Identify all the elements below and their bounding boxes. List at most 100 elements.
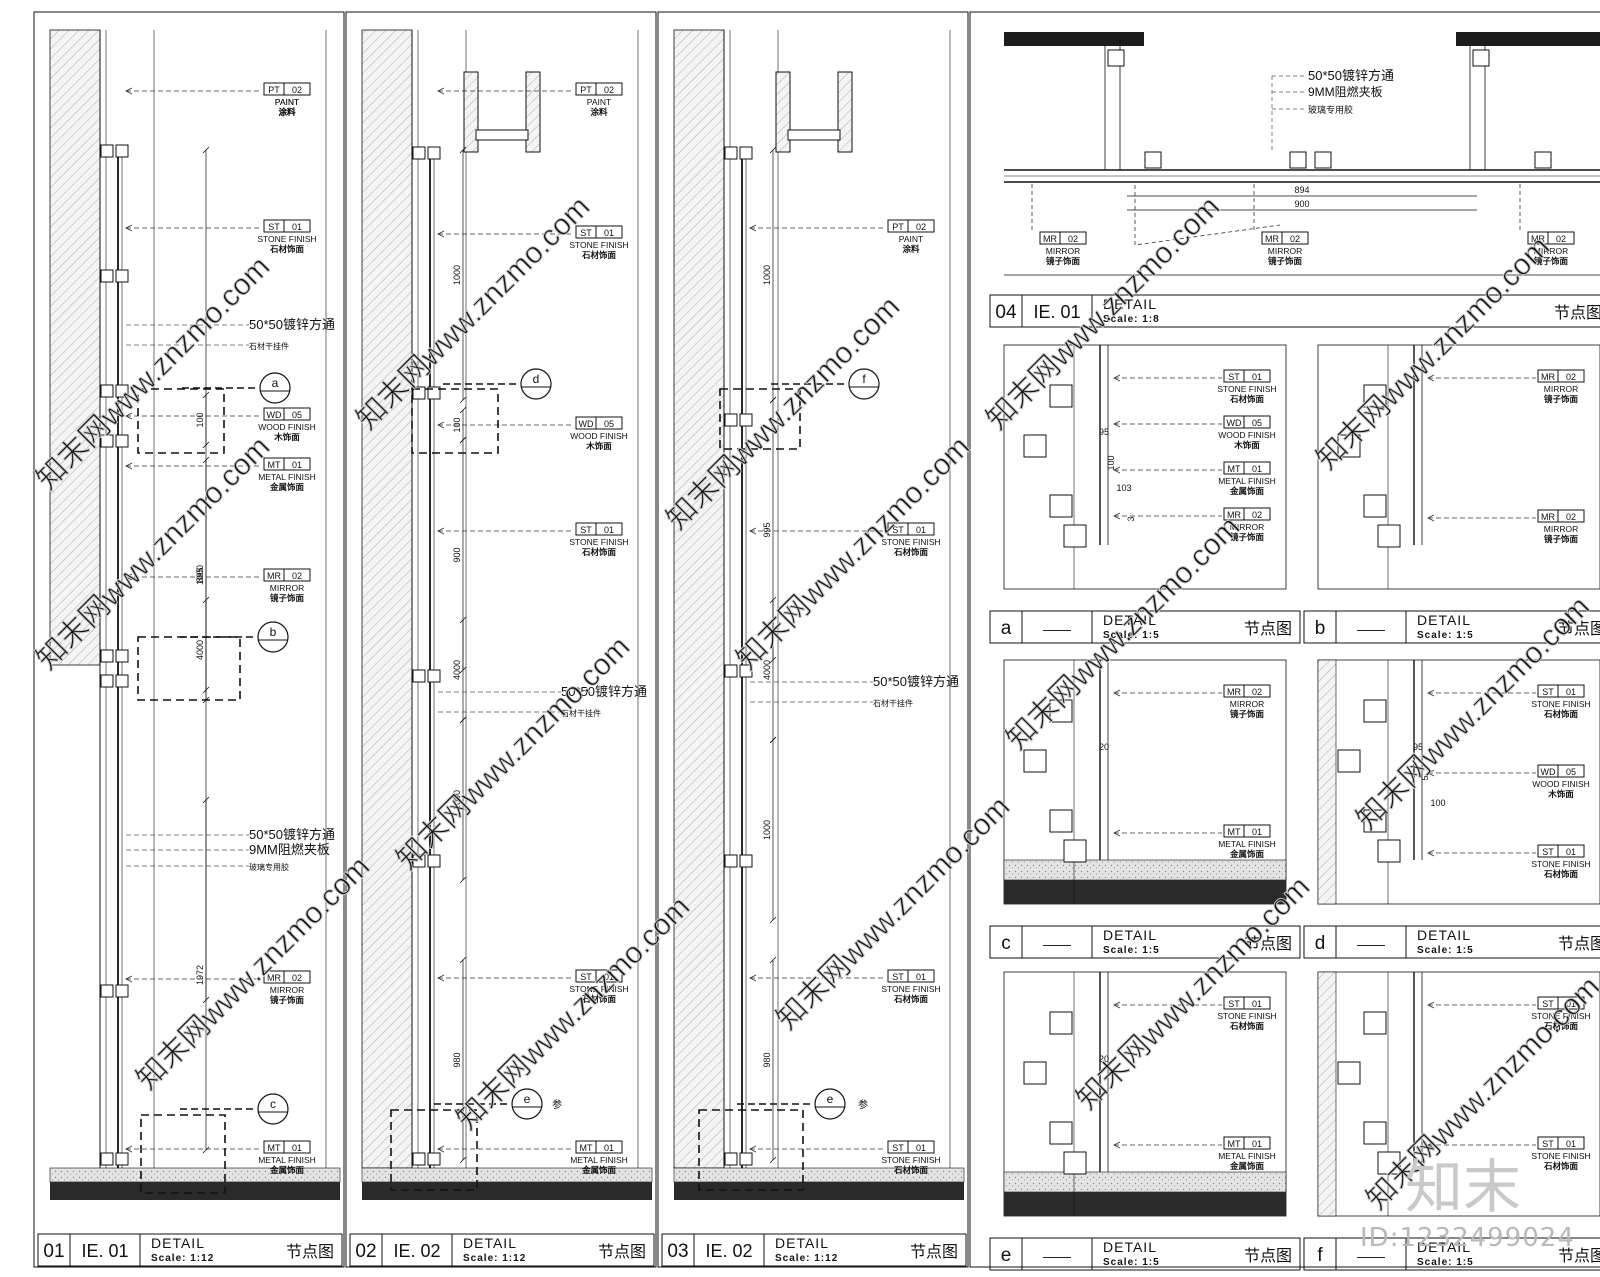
title-scale: Scale: 1:12 [463,1253,526,1264]
floor-screed [1003,859,1287,881]
tag-chinese: 石材饰面 [1229,394,1265,404]
tag-code: PT [580,85,592,95]
tag-box [575,416,623,430]
note-text: 玻璃专用胶 [249,862,289,872]
tag-number: 02 [1252,510,1262,520]
steel-tube [1049,1121,1073,1145]
callout-box [137,636,241,701]
wall-hatch [1317,971,1337,1217]
dimension-value: 900 [1294,199,1309,209]
tag-chinese: 石材饰面 [1543,869,1579,879]
tag-code: ST [1228,999,1240,1009]
tag-box [263,457,311,471]
title-detail: DETAIL [1103,612,1157,628]
dimension-tick [769,916,777,924]
tag-box [263,568,311,582]
tag-box [1537,764,1585,778]
tag-number: 02 [1556,234,1566,244]
tag-english: STONE FINISH [881,537,940,547]
title-detail: DETAIL [1103,296,1157,312]
steel-tube [1363,1011,1387,1035]
tag-number: 02 [604,85,614,95]
tag-chinese: 涂料 [590,107,608,117]
steel-tube [427,854,441,868]
dimension-value: 1000 [452,265,462,285]
tag-box [1537,369,1585,383]
tag-chinese: 镜子饰面 [1544,394,1579,404]
dimension-value: 980 [452,1052,462,1067]
steel-tube [427,146,441,160]
tag-number: 01 [916,1143,926,1153]
tag-chinese: 金属饰面 [269,1165,305,1175]
tag-number: 01 [604,228,614,238]
title-scale: Scale: 1:12 [775,1253,838,1264]
steel-tube [739,664,753,678]
tag-number: 02 [916,222,926,232]
callout-box [411,388,499,454]
tag-code: ST [1542,1139,1554,1149]
panels-layer: 100010089540001972PT02PAINT涂料ST01STONE F… [37,29,1600,1271]
steel-tube [1363,1121,1387,1145]
dimension-value: 4000 [195,640,205,660]
tag-english: MIRROR [1046,246,1080,256]
tag-chinese: 石材饰面 [269,244,305,254]
tag-chinese: 镜子饰面 [1268,256,1303,266]
steel-tube [1534,151,1552,169]
door-swing [1134,185,1281,246]
title-detail: DETAIL [775,1235,829,1251]
tag-english: PAINT [275,97,299,107]
tag-box [263,970,311,984]
watermark-text: 知末网www.znzmo.com [390,630,636,876]
tag-english: STONE FINISH [1217,1011,1276,1021]
callout-letter: d [533,372,540,386]
tag-english: MIRROR [1544,384,1578,394]
tag-chinese: 石材饰面 [1229,1021,1265,1031]
tag-code: ST [1542,999,1554,1009]
ceiling-box [525,71,541,153]
steel-tube [1144,151,1162,169]
tag-chinese: 木饰面 [585,441,612,451]
leader-arrow [125,412,133,420]
callout-circle [814,1088,846,1120]
tag-code: MT [268,460,281,470]
steel-tube [115,434,129,448]
tag-number: 01 [1252,372,1262,382]
tag-number: 01 [1252,1139,1262,1149]
dimension-value: 1000 [762,265,772,285]
steel-tube [1107,49,1125,67]
tag-code: ST [580,972,592,982]
title-ref: —— [1357,621,1385,637]
note-text: 50*50镀锌方通 [873,674,959,689]
callout-a: a [180,372,291,404]
dimension-value: 20 [1099,742,1109,752]
steel-tube [100,434,114,448]
title-node: 节点图 [286,1243,334,1261]
title-detail: DETAIL [1417,1239,1471,1255]
dimension-value: 95 [1413,742,1423,752]
tag-english: STONE FINISH [881,1155,940,1165]
callout-d: d [441,368,552,400]
callout-letter: c [270,1097,276,1111]
tag-english: STONE FINISH [881,984,940,994]
title-node: 节点图 [1244,935,1292,953]
tag-number: 01 [604,1143,614,1153]
steel-tube [1289,151,1307,169]
tag-box [1537,1136,1585,1150]
tag-english: MIRROR [270,583,304,593]
